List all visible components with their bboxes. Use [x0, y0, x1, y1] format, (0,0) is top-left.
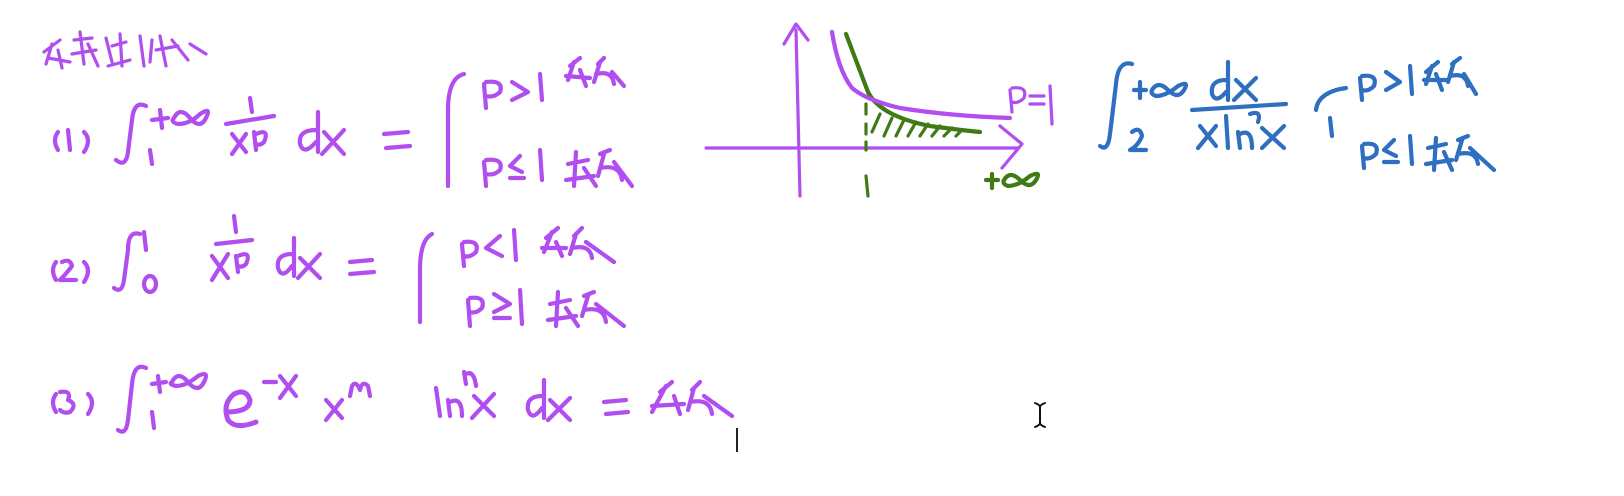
i-beam-cursor-icon — [1034, 402, 1046, 428]
p-equals-1-label — [1008, 84, 1054, 126]
piecewise-brace — [445, 71, 467, 189]
text-caret — [736, 428, 738, 452]
equation-2 — [50, 213, 627, 329]
equation-3 — [50, 364, 735, 434]
blue-integral — [1097, 55, 1497, 173]
shaded-region — [870, 112, 964, 138]
handwritten-heading — [42, 30, 208, 70]
x-axis-inf-label — [983, 171, 1041, 191]
equation-1 — [52, 55, 635, 189]
y-axis — [782, 22, 810, 198]
green-curve — [843, 31, 983, 135]
integral-sign — [113, 102, 149, 165]
graph — [704, 22, 1054, 198]
x-axis — [704, 124, 1024, 170]
label-paren-1 — [52, 129, 61, 153]
purple-curve — [829, 29, 1013, 121]
